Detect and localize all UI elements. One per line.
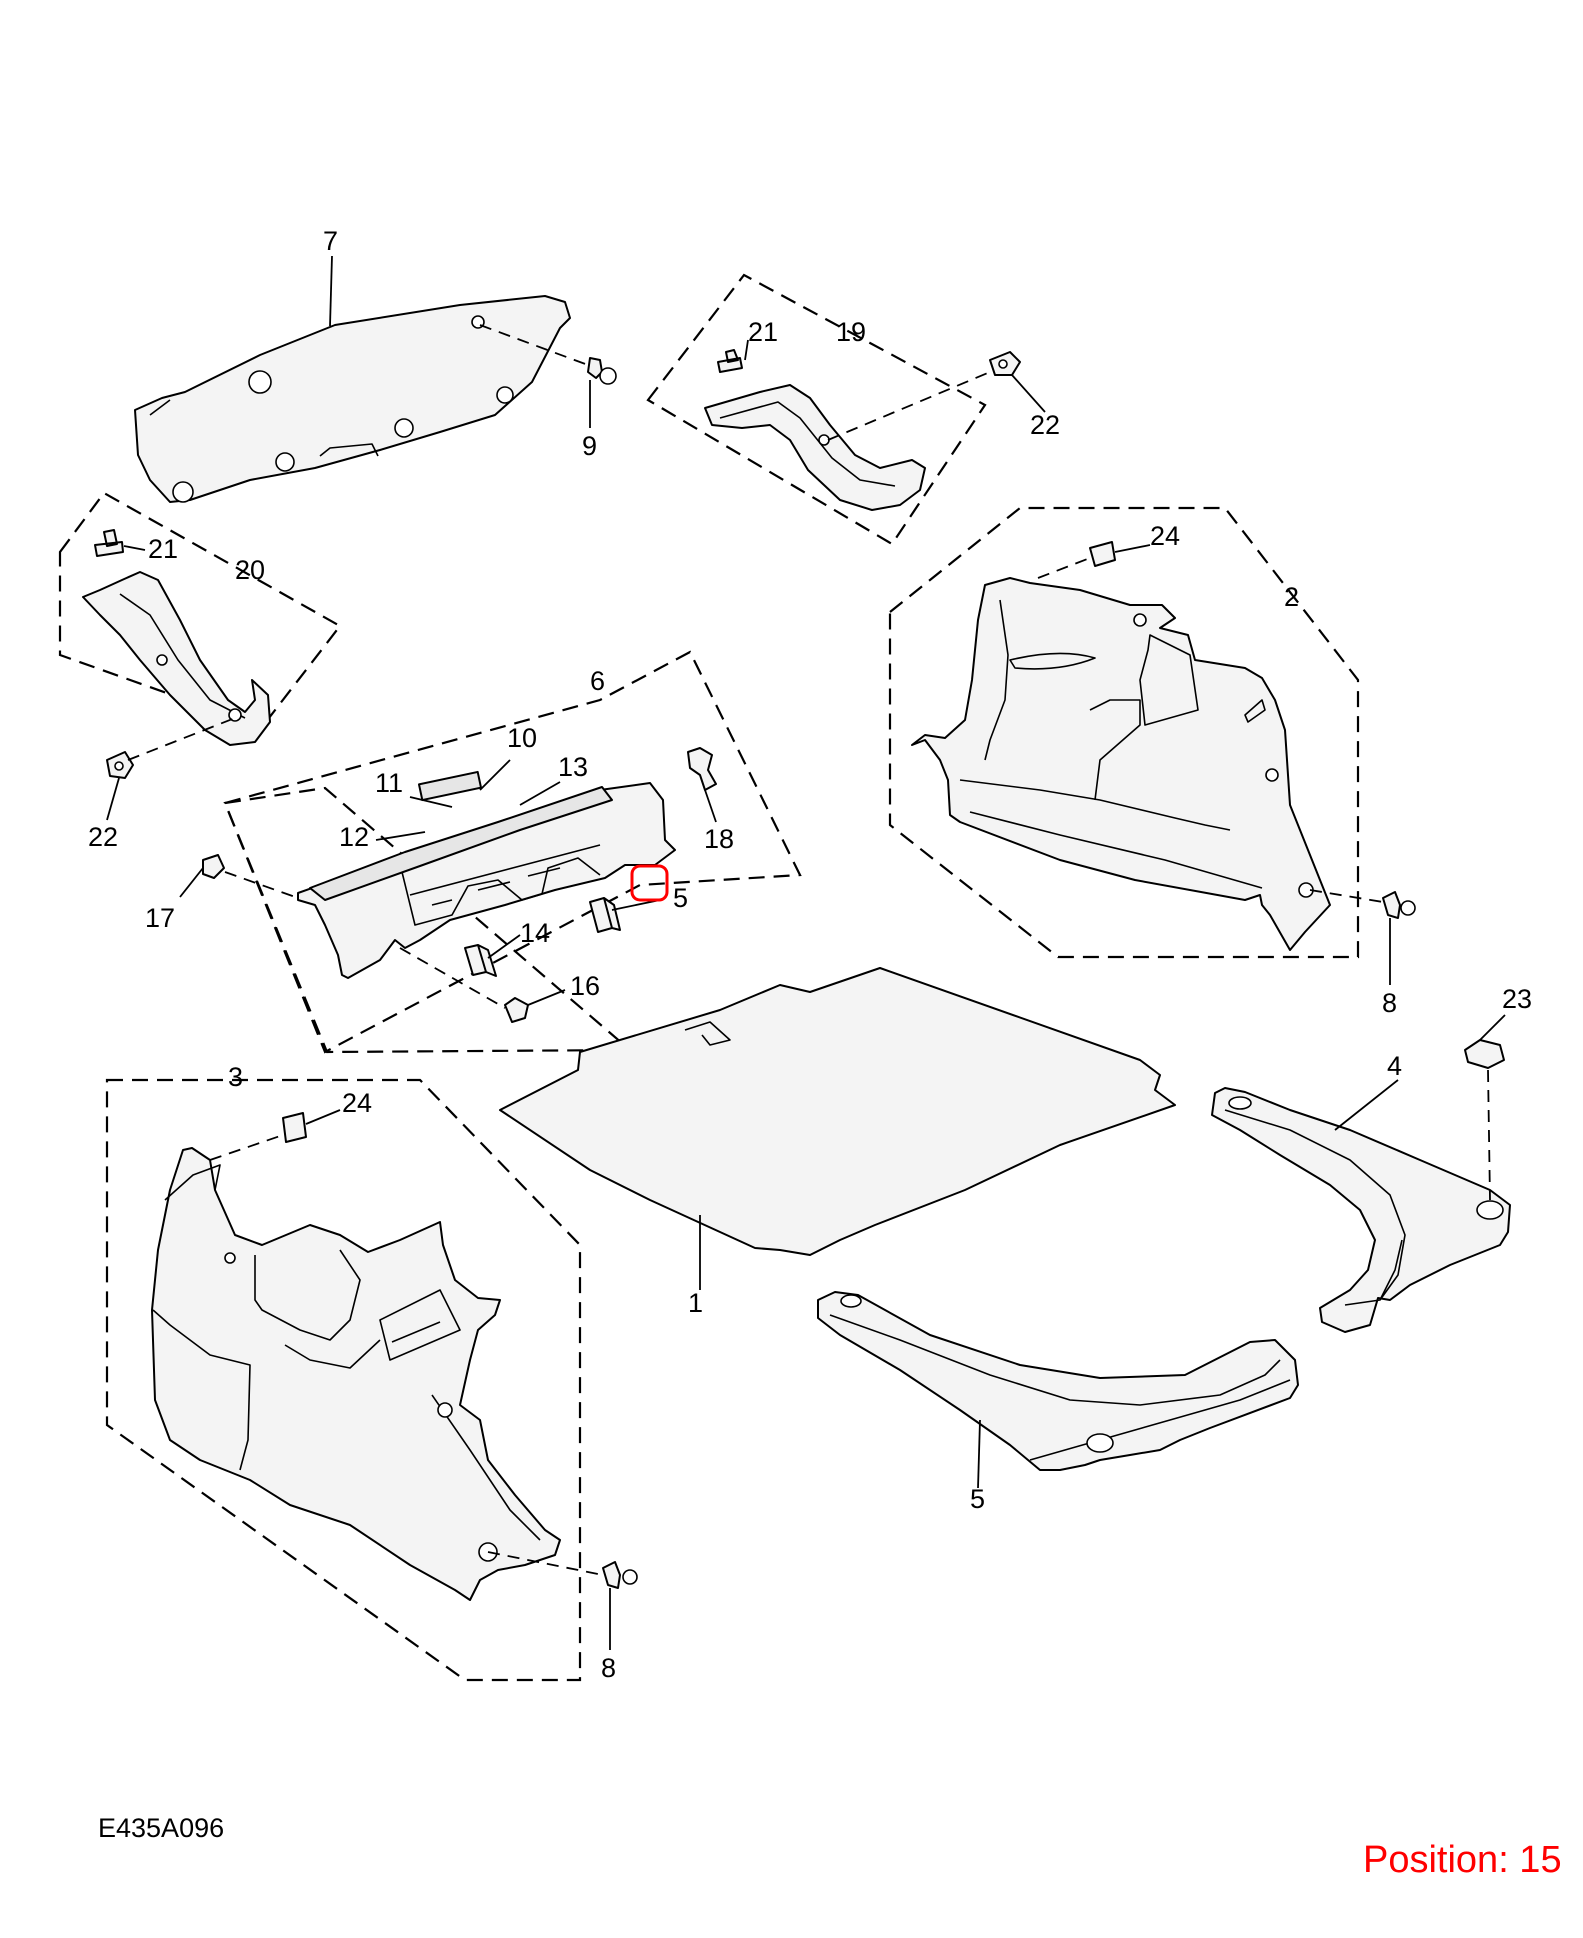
part-19-bracket-right [704, 384, 926, 511]
callout-7: 7 [323, 226, 338, 256]
callout-9: 9 [582, 431, 597, 461]
attach-line-24-upper [1037, 557, 1091, 579]
callout-24-upper: 24 [1150, 521, 1180, 551]
fastener-18-clip [687, 747, 717, 791]
callout-23: 23 [1502, 984, 1532, 1014]
leader-7 [329, 255, 333, 327]
highlight-marker-15 [630, 864, 669, 902]
callout-2: 2 [1284, 582, 1299, 612]
callout-4: 4 [1387, 1051, 1402, 1081]
figure-code: E435A096 [98, 1813, 224, 1843]
attach-line-17 [224, 871, 299, 899]
callout-16: 16 [570, 971, 600, 1001]
leader-13 [519, 781, 561, 806]
callout-3: 3 [228, 1062, 243, 1092]
part-5-left-sill-plate [817, 1291, 1299, 1471]
callout-18: 18 [704, 824, 734, 854]
attach-line-16 [399, 947, 506, 1009]
leader-14 [487, 934, 521, 959]
callout-20: 20 [235, 555, 265, 585]
leader-21-upper [744, 339, 749, 361]
attach-line-24-lower [209, 1134, 284, 1161]
callout-21-left: 21 [148, 534, 178, 564]
callout-15-partial: 5 [673, 883, 688, 913]
callout-11: 11 [375, 768, 403, 798]
part-4-right-sill-plate [1211, 1087, 1511, 1333]
leader-22-left [106, 777, 120, 821]
part-2-right-quarter-trim [911, 577, 1331, 951]
group-outline-19 [646, 273, 987, 546]
leader-17 [179, 867, 204, 898]
callout-8-left: 8 [601, 1653, 616, 1683]
part-6-rear-trim-panel [297, 770, 676, 979]
leader-18 [704, 789, 717, 823]
fastener-23-nut [1464, 1039, 1505, 1069]
fastener-16-screw [504, 997, 529, 1023]
callout-1: 1 [688, 1288, 703, 1318]
leader-21-left [123, 545, 146, 551]
callout-6: 6 [590, 666, 605, 696]
fastener-21-clip-upper [717, 349, 743, 373]
callout-14: 14 [520, 918, 550, 948]
callout-12: 12 [339, 822, 369, 852]
leader-5 [977, 1419, 981, 1489]
leader-4 [1334, 1079, 1399, 1131]
callout-22-left: 22 [88, 822, 118, 852]
group-outline-3 [105, 1078, 582, 1682]
clip-15 [589, 897, 621, 933]
callout-5: 5 [970, 1484, 985, 1514]
fastener-24-clip-lower [282, 1112, 307, 1143]
callout-21-upper: 21 [748, 317, 778, 347]
part-1-load-floor-carpet [499, 967, 1176, 1256]
part-20-bracket-left [82, 571, 271, 746]
callout-24-lower: 24 [342, 1088, 372, 1118]
callout-22-upper: 22 [1030, 410, 1060, 440]
leader-23 [1479, 1014, 1506, 1041]
part-7-parcel-shelf-panel [134, 295, 571, 503]
fastener-24-clip-upper [1089, 541, 1116, 567]
attach-line-23 [1487, 1069, 1491, 1201]
leader-15 [611, 899, 661, 911]
leader-24-upper [1114, 544, 1151, 553]
fastener-17-nut [202, 854, 225, 879]
callout-8-right: 8 [1382, 988, 1397, 1018]
leader-12 [375, 831, 426, 841]
callout-10: 10 [507, 723, 537, 753]
leader-16 [527, 989, 566, 1006]
leader-11 [409, 796, 453, 808]
position-label: Position: 15 [1363, 1839, 1562, 1881]
leader-24-lower [305, 1109, 341, 1125]
fastener-9-screw [587, 357, 617, 385]
part-3-left-quarter-trim [151, 1147, 561, 1601]
leader-10 [479, 759, 511, 791]
fastener-8-screw-left [602, 1561, 638, 1589]
clip-14 [464, 944, 497, 977]
fastener-22-nut-upper [989, 351, 1021, 376]
callout-13: 13 [558, 752, 588, 782]
attach-line-8-right [1309, 889, 1384, 903]
leader-22-upper [1011, 374, 1046, 413]
group-outline-20 [58, 491, 342, 729]
fastener-22-nut-left [106, 751, 134, 779]
group-outline-6-outer [223, 650, 802, 1054]
callout-17: 17 [145, 903, 175, 933]
fastener-8-screw-right [1382, 891, 1416, 919]
group-outline-2 [888, 506, 1360, 959]
attach-line-22-upper [827, 371, 991, 441]
callout-19: 19 [836, 317, 866, 347]
fastener-21-clip-left [94, 529, 124, 557]
